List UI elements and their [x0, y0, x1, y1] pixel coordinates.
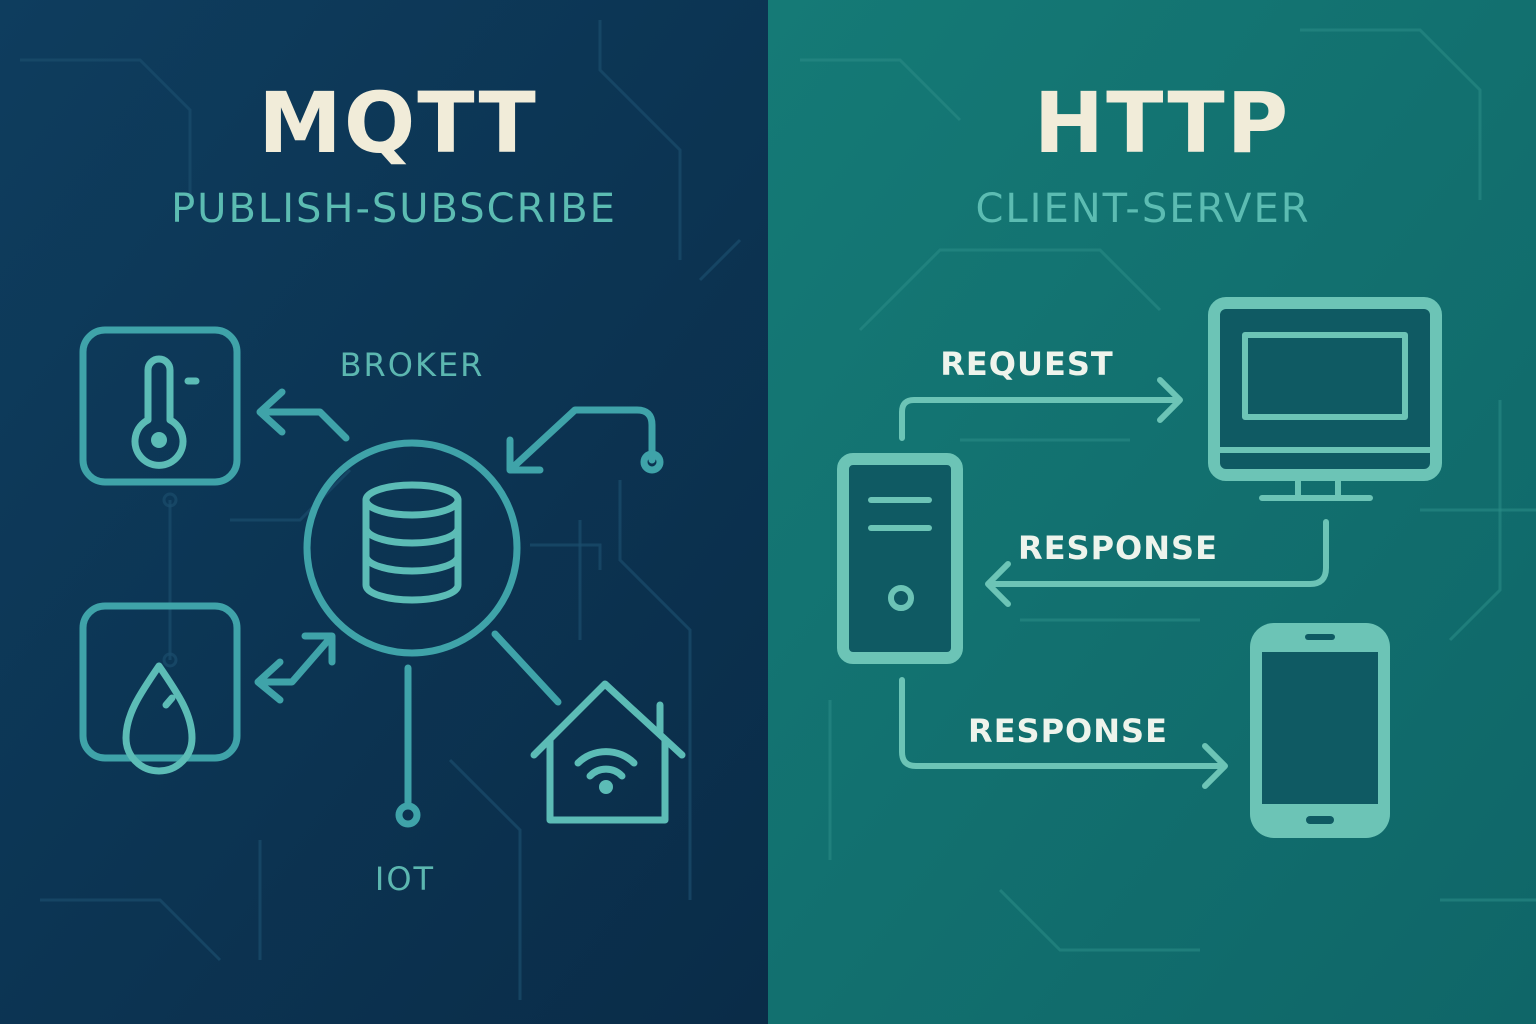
mqtt-subtitle: PUBLISH-SUBSCRIBE — [171, 186, 617, 232]
broker-label: BROKER — [340, 346, 485, 384]
response-label-1: RESPONSE — [1018, 529, 1218, 567]
smart-home-wifi-icon — [530, 680, 686, 824]
smartphone-icon — [1250, 623, 1390, 838]
http-title: HTTP — [1034, 74, 1290, 172]
response-label-2: RESPONSE — [968, 712, 1168, 750]
mqtt-title: MQTT — [258, 74, 538, 172]
server-tower-icon — [837, 453, 963, 664]
thermometer-icon — [79, 326, 241, 486]
water-drop-icon — [79, 602, 241, 775]
circuit-traces-left — [20, 20, 742, 1000]
http-connectors — [899, 377, 1329, 789]
circuit-traces-right — [800, 28, 1536, 952]
request-label: REQUEST — [940, 345, 1113, 383]
mqtt-connectors — [254, 388, 664, 828]
desktop-monitor-icon — [1208, 297, 1442, 501]
database-icon — [303, 439, 521, 657]
iot-label: IOT — [375, 860, 435, 898]
http-subtitle: CLIENT-SERVER — [975, 186, 1310, 232]
